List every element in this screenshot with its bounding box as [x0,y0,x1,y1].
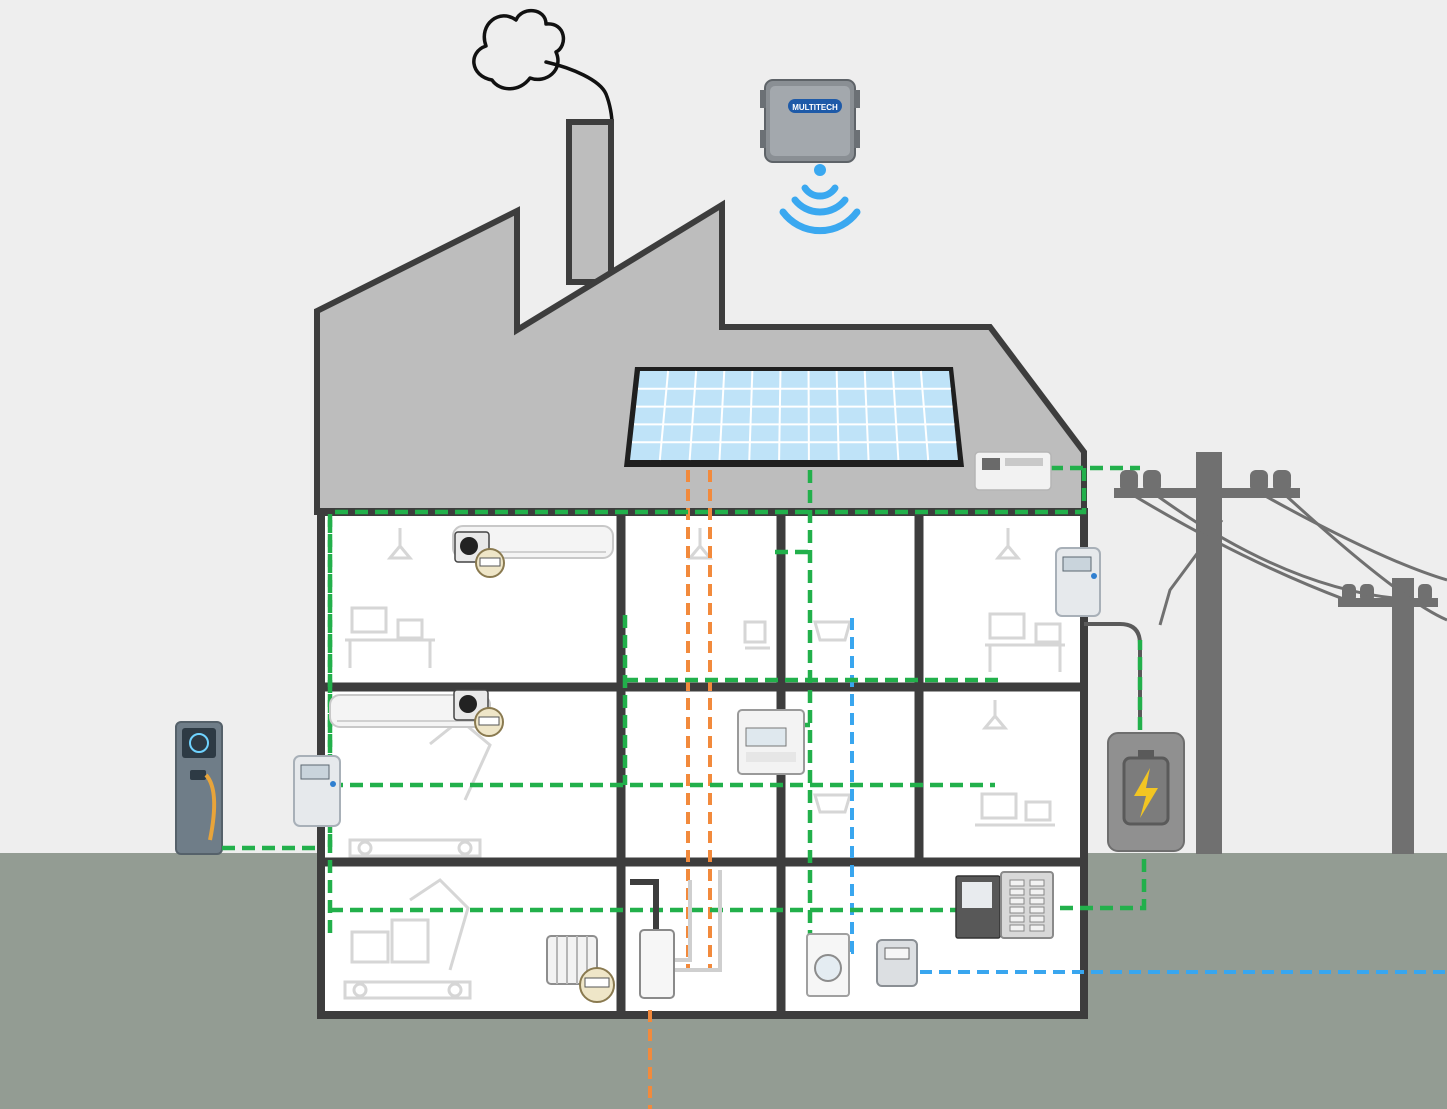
building-body [317,508,1088,1019]
solar-cell-divider [718,370,726,461]
solar-cell-divider [863,370,870,461]
gas-meter [876,939,918,987]
wifi-signal-icon [779,164,861,235]
chimney [566,119,614,285]
din-rail-power-meter [737,709,805,775]
radiator [546,935,615,1003]
solar-cell-divider [688,370,698,461]
heat-meter [454,531,505,578]
breaker-switch [1029,915,1045,923]
breaker-switch [1029,924,1045,932]
room-decor [343,528,1065,1000]
breaker-switch [1029,897,1045,905]
smoke-cloud-icon [472,9,614,126]
breaker-switch [1029,879,1045,887]
smart-electric-meter [293,755,341,827]
ev-charger-icon [175,721,223,855]
solar-cell-divider [748,370,754,461]
breaker-switch [1009,906,1025,914]
solar-cell-divider [835,370,840,461]
washing-machine [806,933,850,997]
breaker-switch [1009,924,1025,932]
heat-meter [453,689,504,737]
breaker-switch [1009,888,1025,896]
water-line [820,618,1447,974]
water-heater [630,870,722,999]
solar-cell-divider [919,370,930,461]
solar-cell-divider [891,370,900,461]
breaker-switch [1009,897,1025,905]
utility-pole-icon [1114,452,1447,854]
breaker-switch [1029,888,1045,896]
solar-cell-divider [658,370,670,461]
breaker-switch [1009,879,1025,887]
solar-panel-icon [624,367,964,467]
battery-bolt-icon [1107,732,1185,852]
breaker-panel [955,871,1054,939]
solar-inverter [974,451,1052,491]
solar-cell-divider [778,370,782,461]
smart-electric-meter [1055,547,1101,617]
gateway-brand-label: MULTITECH [792,103,838,112]
breaker-switch [1029,906,1045,914]
lorawan-gateway-icon: MULTITECH [760,79,860,163]
breaker-switch [1009,915,1025,923]
